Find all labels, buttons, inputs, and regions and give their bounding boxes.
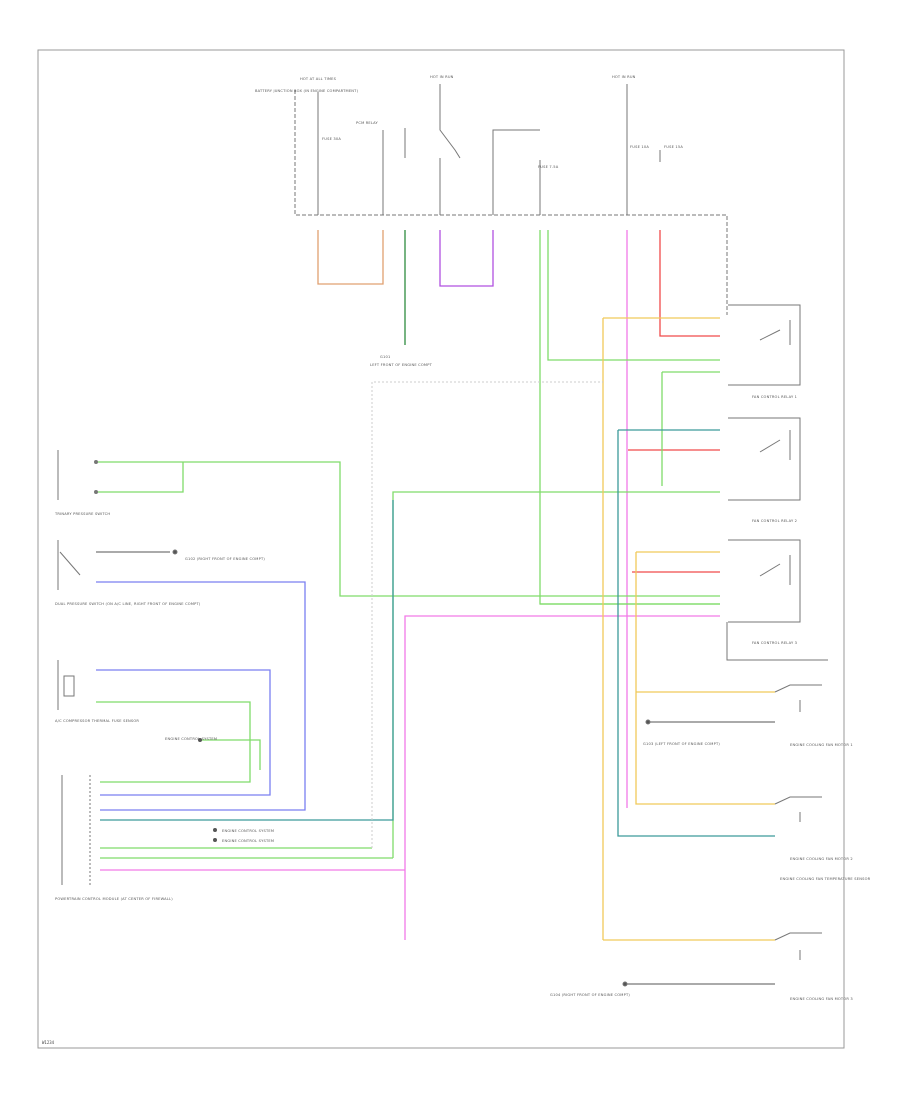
- fuse-3-label: FUSE 15A: [664, 145, 683, 149]
- wire-green-2: [96, 461, 393, 859]
- fuse-1-label: FUSE 30A: [322, 137, 341, 141]
- relay-ground-line: [726, 622, 828, 661]
- fan-relay-3: [728, 539, 801, 623]
- ground-1-label: G101: [380, 355, 390, 359]
- wire-yellow: [602, 317, 775, 941]
- fan-motor-1: [645, 684, 822, 725]
- wire-teal: [100, 429, 775, 837]
- wire-pink: [404, 230, 720, 940]
- fan-relay-2-label: FAN CONTROL RELAY 2: [752, 519, 797, 523]
- wire-blue: [96, 581, 306, 811]
- ground-1-desc: LEFT FRONT OF ENGINE COMPT: [370, 363, 433, 367]
- pcm-relay-label: PCM RELAY: [356, 121, 379, 125]
- diagram-border: [37, 49, 845, 1049]
- wire-purple: [439, 230, 494, 287]
- fan-motor-3-label: ENGINE COOLING FAN MOTOR 3: [790, 997, 853, 1001]
- ecs-label-2: ENGINE CONTROL SYSTEM: [222, 839, 274, 843]
- trinary-switch-label: TRINARY PRESSURE SWITCH: [54, 512, 110, 516]
- ac-compressor-sensor: [57, 660, 75, 710]
- dual-pressure-switch: [57, 540, 178, 590]
- wire-gray: [371, 381, 603, 848]
- fuse-2-label: FUSE 10A: [630, 145, 649, 149]
- engine-control-label: ENGINE CONTROL SYSTEM: [165, 737, 217, 741]
- fuse-4-label: FUSE 7.5A: [538, 165, 559, 169]
- fan-relay-1: [728, 304, 801, 386]
- ground-4-label: G104 (RIGHT FRONT OF ENGINE COMPT): [550, 993, 630, 997]
- fan-relay-2: [728, 417, 801, 501]
- ground-3-label: G103 (LEFT FRONT OF ENGINE COMPT): [643, 742, 720, 746]
- hot-in-run-label-1: HOT IN RUN: [430, 75, 454, 79]
- ecs-node-2: [213, 838, 217, 842]
- wire-green-main: [183, 230, 720, 858]
- footer-code: W1234: [42, 1040, 55, 1045]
- fan-motor-2-label: ENGINE COOLING FAN MOTOR 2: [790, 857, 853, 861]
- fan-motor-2: [774, 796, 822, 822]
- battery-junction-label: BATTERY JUNCTION BOX (IN ENGINE COMPARTM…: [255, 89, 359, 93]
- pcm-label: POWERTRAIN CONTROL MODULE (AT CENTER OF …: [55, 897, 173, 901]
- fan-relay-3-label: FAN CONTROL RELAY 3: [752, 641, 797, 645]
- fan-motor-3: [622, 932, 822, 987]
- pcm-module: [61, 775, 91, 885]
- fan-sensor-label: ENGINE COOLING FAN TEMPERATURE SENSOR: [780, 877, 871, 881]
- ecs-node-1: [213, 828, 217, 832]
- hot-in-run-label-2: HOT IN RUN: [612, 75, 636, 79]
- fuse-box: [294, 84, 728, 315]
- engine-control-node: [198, 738, 202, 742]
- dual-pressure-label: DUAL PRESSURE SWITCH (ON A/C LINE, RIGHT…: [55, 602, 201, 606]
- wire-red: [628, 230, 720, 573]
- fan-relay-1-label: FAN CONTROL RELAY 1: [752, 395, 797, 399]
- ecs-label-1: ENGINE CONTROL SYSTEM: [222, 829, 274, 833]
- fan-motor-1-label: ENGINE COOLING FAN MOTOR 1: [790, 743, 853, 747]
- ground-2-label: G102 (RIGHT FRONT OF ENGINE COMPT): [185, 557, 265, 561]
- wire-brown: [317, 230, 384, 285]
- ac-compressor-label: A/C COMPRESSOR THERMAL FUSE SENSOR: [55, 719, 139, 723]
- trinary-switch: [57, 450, 98, 500]
- hot-at-all-times-label: HOT AT ALL TIMES: [300, 77, 337, 81]
